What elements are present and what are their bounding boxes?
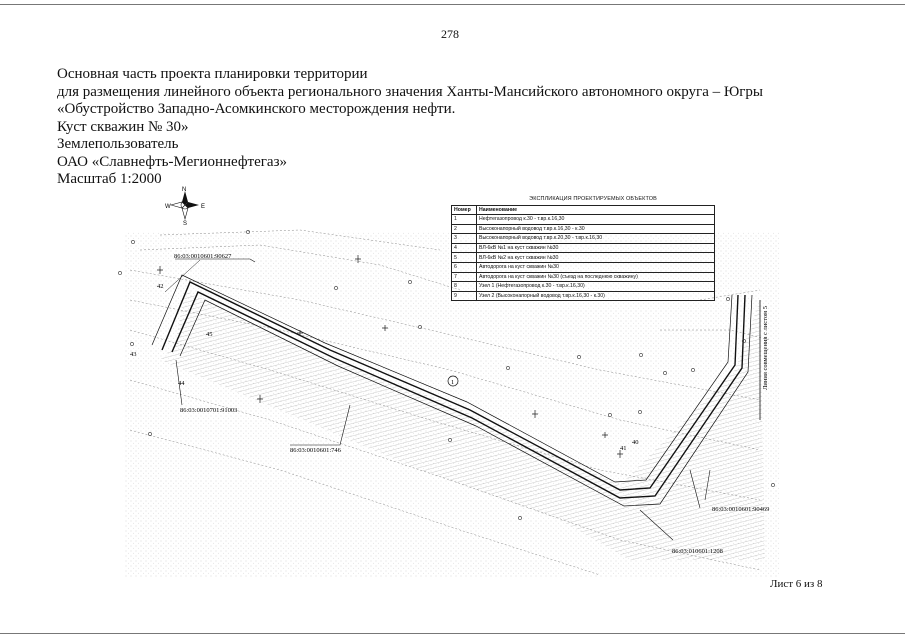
compass-e: E (201, 204, 205, 210)
header-line-5: Землепользователь (57, 136, 179, 152)
point-label-45: 45 (206, 331, 213, 338)
sheet-number: Лист 6 из 8 (770, 578, 823, 590)
legend-row-name: Высоконапорный водовод т.вр.к.16,30 - к.… (476, 223, 715, 235)
legend-row-name: Узел 1 (Нефтегазопровод к.30 - т.вр.к.16… (476, 281, 715, 292)
legend-row-name: Автодорога на куст скважин №30 (съезд на… (476, 271, 715, 283)
legend-row-num: 5 (451, 252, 477, 263)
parcel-label-90469: 86:03:0010601:90469 (712, 506, 769, 513)
alignment-note: Линия совмещения с листом 5 (762, 306, 769, 390)
corridor-hatch (160, 290, 765, 560)
point-label-41: 41 (620, 445, 627, 452)
point-label-40: 40 (632, 439, 639, 446)
legend-col-name: Наименование (476, 205, 715, 215)
header-line-4: Куст скважин № 30» (57, 118, 189, 135)
legend-row-num: 2 (451, 223, 477, 235)
legend-row-name: Автодорога на куст скважин №30 (476, 261, 715, 273)
point-label-43: 43 (130, 351, 137, 358)
header-line-7: Масштаб 1:2000 (57, 171, 162, 187)
legend-col-number: Номер (451, 205, 477, 215)
map-markers (118, 230, 775, 520)
legend-row-name: Узел 2 (Высоконапорный водовод т.вр.к.16… (476, 290, 715, 302)
legend-row-num: 4 (451, 242, 477, 254)
object-marker-number: 1 (451, 379, 454, 386)
vegetation-symbols (157, 255, 623, 458)
legend-row-name: ВЛ-6кВ №2 на куст скважин №30 (476, 252, 715, 263)
object-marker-circle (447, 375, 459, 387)
legend-row-name: ВЛ-6кВ №1 на куст скважин №30 (476, 242, 715, 254)
compass-n: N (182, 187, 186, 193)
legend-title: ЭКСПЛИКАЦИЯ ПРОЕКТИРУЕМЫХ ОБЪЕКТОВ (529, 196, 657, 202)
legend-table: ЭКСПЛИКАЦИЯ ПРОЕКТИРУЕМЫХ ОБЪЕКТОВ Номер… (451, 196, 715, 302)
scan-edge-bottom (0, 633, 905, 634)
header-line-1: Основная часть проекта планировки террит… (57, 66, 368, 82)
header-line-3: «Обустройство Западно-Асомкинского место… (57, 101, 456, 117)
leader-lines (175, 258, 711, 541)
header-line-6: ОАО «Славнефть-Мегионнефтегаз» (57, 153, 288, 170)
parcel-label-746: 86:03:0010601:746 (290, 447, 342, 454)
legend-row-name: Нефтегазопровод к.30 - т.вр.к.16,30 (476, 214, 715, 225)
legend-row-num: 1 (451, 214, 477, 225)
legend-row-num: 6 (451, 261, 477, 273)
page-number: 278 (441, 27, 459, 41)
parcel-label-90627: 86:03:0010601:90627 (174, 253, 232, 260)
legend-header-row: Номер Наименование (451, 205, 715, 215)
point-label-42: 42 (157, 283, 164, 290)
legend-row-num: 9 (451, 290, 477, 302)
document-header: Основная часть проекта планировки террит… (57, 66, 837, 189)
legend-row-num: 8 (451, 281, 477, 292)
compass-w: W (165, 204, 171, 210)
legend-row-num: 7 (451, 271, 477, 283)
compass-s: S (183, 221, 187, 227)
parcel-label-1208: 86:03:010601:1208 (672, 548, 723, 555)
pipeline-lines (151, 259, 753, 507)
legend-row-name: Высоконапорный водовод т.вр.к.20,30 - т.… (476, 233, 715, 244)
scan-edge-top (0, 4, 905, 5)
legend-row-num: 3 (451, 233, 477, 244)
point-label-44: 44 (178, 380, 185, 387)
compass-icon (169, 191, 199, 221)
header-line-2: для размещения линейного объекта региона… (57, 83, 763, 100)
parcel-label-91003: 86:03:0010701:91003 (180, 407, 237, 414)
